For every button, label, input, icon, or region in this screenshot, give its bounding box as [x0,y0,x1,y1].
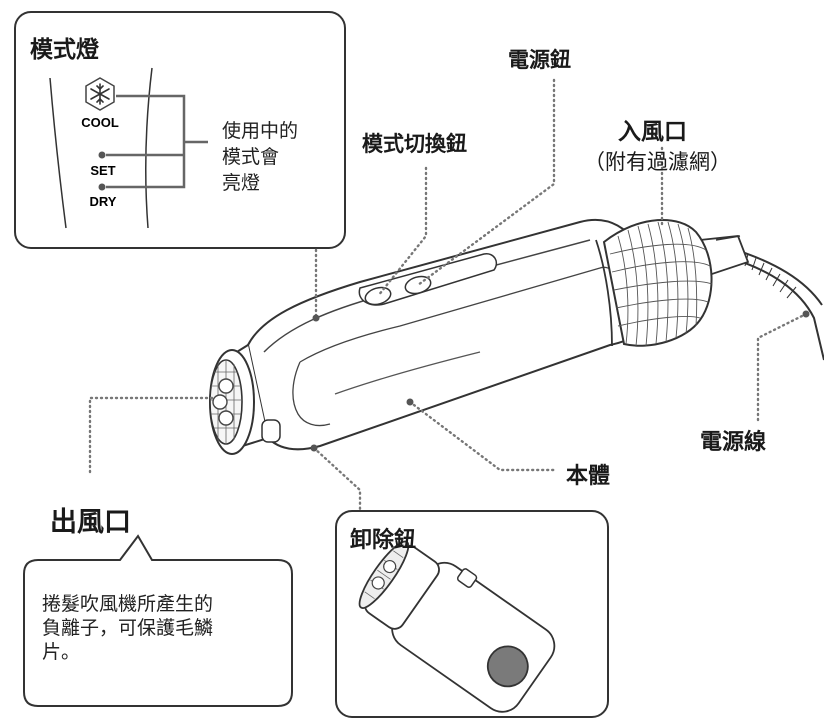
callout-line-1: 捲髮吹風機所產生的 [42,593,214,615]
cool-label: COOL [81,115,119,130]
set-label: SET [90,163,115,178]
power-cord-label: 電源線 [700,430,767,455]
description-line-2: 模式會 [222,146,280,168]
description-line-3: 亮燈 [222,172,261,194]
callout-line-2: 負離子，可保護毛鱗 [42,617,214,639]
leader-lines [88,78,808,514]
body-label: 本體 [566,464,611,489]
outlet-callout-bubble [23,534,293,707]
mode-light-title: 模式燈 [30,37,99,63]
mode-light-description: 使用中的 模式會 亮燈 [222,118,298,196]
release-button-label: 卸除鈕 [350,528,417,553]
dry-indicator-dot [98,183,106,191]
set-indicator-dot [98,151,106,159]
outlet-callout-text: 捲髮吹風機所產生的 負離子，可保護毛鱗 片。 [42,592,213,664]
mode-switch-button-shape [364,286,392,306]
hair-dryer-device [209,218,824,455]
mode-switch-button-label: 模式切換鈕 [362,132,467,156]
release-button-box [335,510,609,718]
air-inlet-label: 入風口 [618,119,687,145]
air-outlet-label: 出風口 [50,507,131,538]
snowflake-icon [85,77,115,111]
description-line-1: 使用中的 [222,120,299,142]
air-inlet-note: （附有過濾網） [584,150,731,174]
dry-label: DRY [90,194,117,209]
power-button-label: 電源鈕 [508,48,571,72]
mode-light-box: COOL SET DRY [14,11,346,249]
callout-line-3: 片。 [42,641,81,663]
